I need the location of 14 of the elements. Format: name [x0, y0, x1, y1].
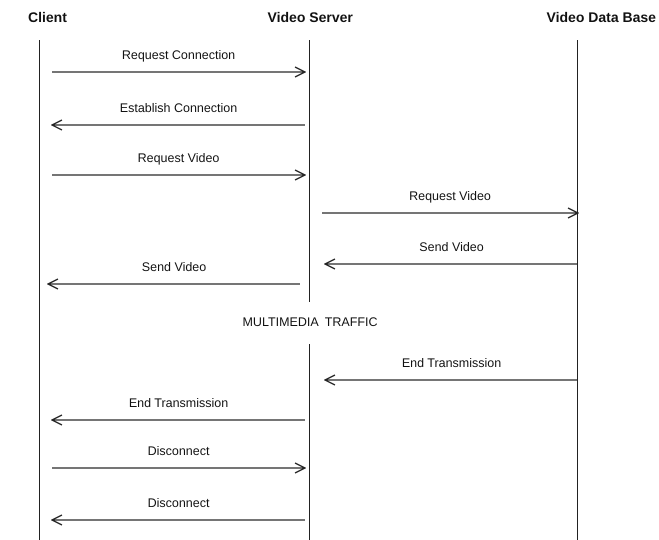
message-label: Disconnect: [148, 496, 210, 510]
message-label: Request Video: [409, 189, 491, 203]
lifeline-header: Video Data Base: [546, 9, 656, 25]
message-label: Request Connection: [122, 48, 236, 62]
message-label: Establish Connection: [120, 101, 238, 115]
message-label: Disconnect: [148, 444, 210, 458]
message-label: Send Video: [142, 260, 206, 274]
message-label: Request Video: [138, 151, 220, 165]
lifeline-header: Video Server: [268, 9, 353, 25]
message-label: End Transmission: [402, 356, 502, 370]
message-label: End Transmission: [128, 396, 228, 410]
message-label: Send Video: [419, 240, 484, 254]
note-text: MULTIMEDIA TRAFFIC: [242, 315, 378, 329]
lifeline-header: Client: [28, 9, 67, 25]
